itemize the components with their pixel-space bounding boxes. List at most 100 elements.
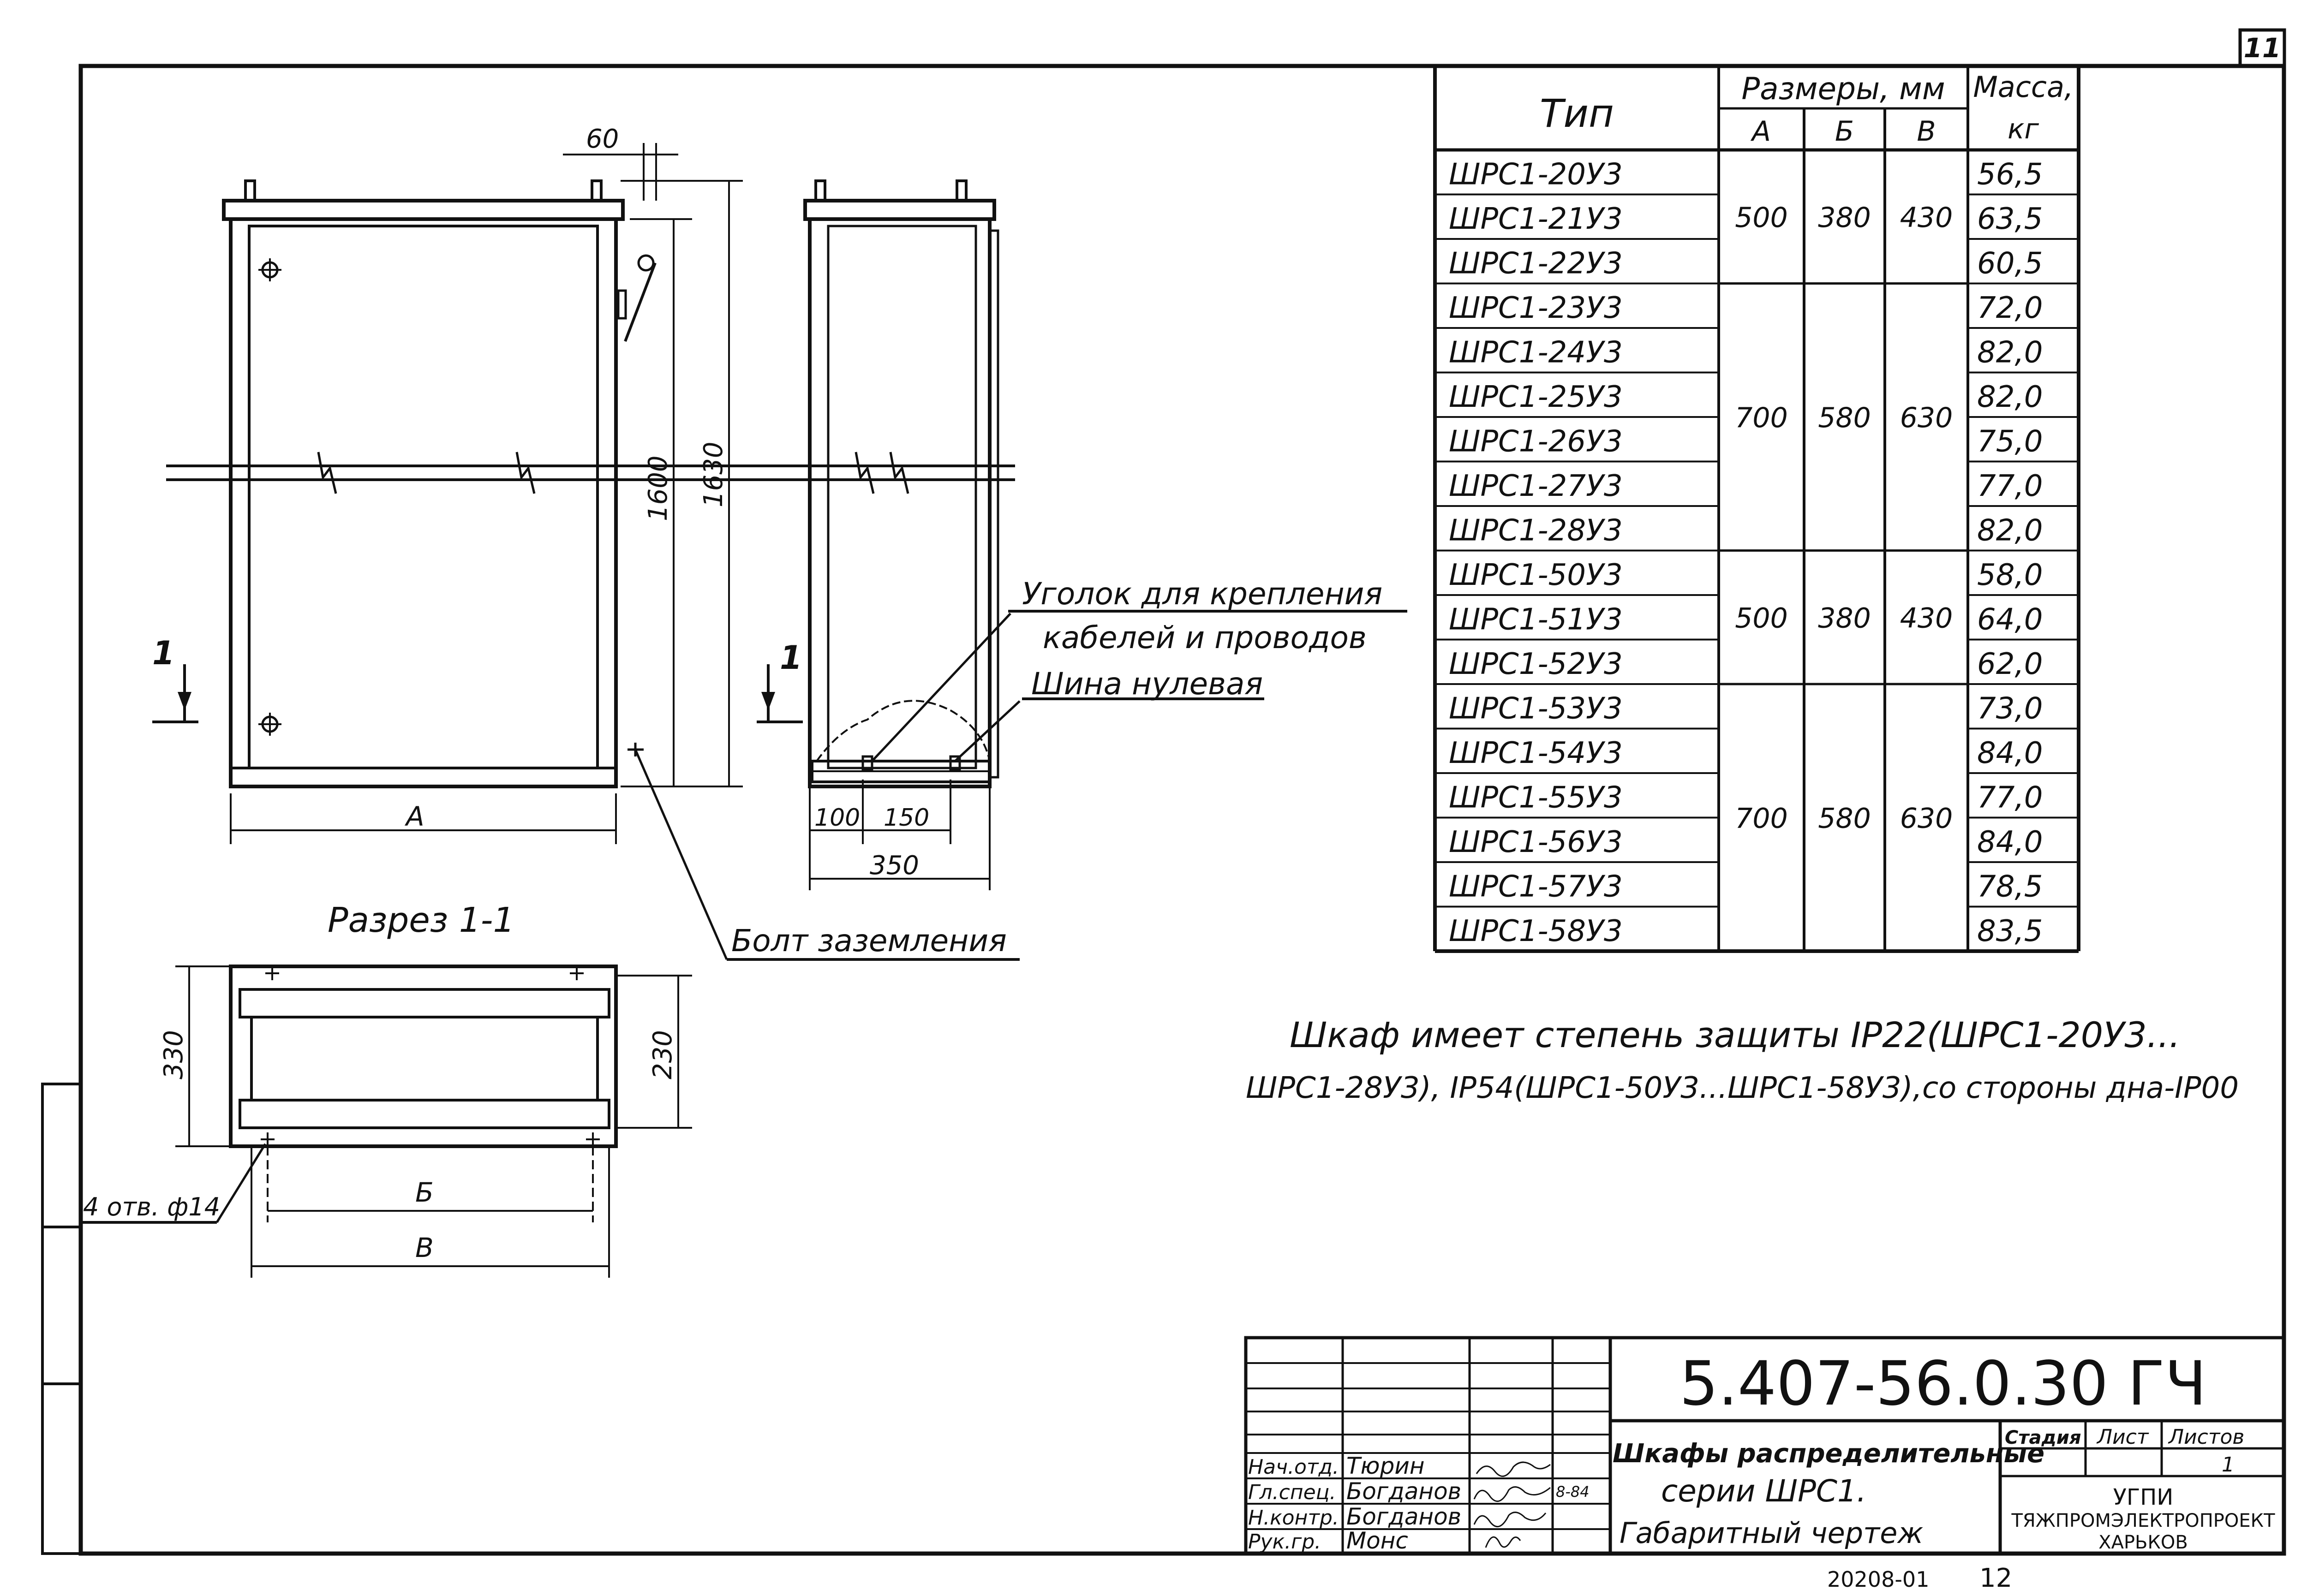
row-type: ШРС1-26У3 xyxy=(1449,425,1623,459)
header-col-b: Б xyxy=(1835,115,1854,148)
row-mass: 73,0 xyxy=(1977,692,2043,726)
role-name: Тюрин xyxy=(1346,1453,1425,1479)
group-dim-a: 700 xyxy=(1735,803,1788,835)
stage-label: Стадия xyxy=(2005,1427,2081,1448)
section-mark-right: 1 xyxy=(780,639,802,677)
role-title: Рук.гр. xyxy=(1248,1530,1321,1554)
page-number: 11 xyxy=(2244,32,2281,64)
dim-1630: 1630 xyxy=(699,441,729,507)
title-line-1: Шкафы распределительные xyxy=(1613,1439,2044,1469)
signatures xyxy=(1473,1461,1551,1548)
signature-date: 8-84 xyxy=(1556,1483,1590,1501)
row-mass: 60,5 xyxy=(1977,247,2043,281)
header-mass-unit: кг xyxy=(2008,113,2039,145)
sheets-value: 1 xyxy=(2222,1453,2235,1477)
note-line-1: Шкаф имеет степень защиты IP22(ШРС1-20У3… xyxy=(1290,1014,2180,1055)
org-line-1: УГПИ xyxy=(2113,1484,2174,1510)
header-col-a: А xyxy=(1750,115,1771,148)
binding-strip xyxy=(41,1083,82,1555)
group-dim-v: 430 xyxy=(1900,202,1953,234)
row-mass: 56,5 xyxy=(1977,158,2043,192)
dim-1600: 1600 xyxy=(643,455,673,521)
row-mass: 77,0 xyxy=(1977,781,2043,815)
section-arrow-right xyxy=(761,692,775,710)
group-dim-v: 430 xyxy=(1900,602,1953,634)
row-type: ШРС1-53У3 xyxy=(1449,692,1623,726)
dim-350: 350 xyxy=(870,851,919,881)
row-mass: 62,0 xyxy=(1977,647,2043,681)
title-line-2: серии ШРС1. xyxy=(1661,1473,1866,1509)
title-block xyxy=(1244,1336,2286,1555)
group-dim-v: 630 xyxy=(1900,803,1953,835)
dim-V: В xyxy=(415,1232,434,1263)
sheet-frame xyxy=(78,64,2286,1556)
section-mark-left: 1 xyxy=(152,634,175,672)
row-type: ШРС1-51У3 xyxy=(1449,603,1623,637)
org-line-2: ТЯЖПРОМЭЛЕКТРОПРОЕКТ xyxy=(2011,1510,2275,1531)
row-type: ШРС1-27У3 xyxy=(1449,469,1623,503)
row-mass: 82,0 xyxy=(1977,336,2043,370)
front-view xyxy=(166,179,1015,788)
role-title: Н.контр. xyxy=(1248,1506,1339,1530)
bolt-label: Болт заземления xyxy=(731,923,1007,959)
row-type: ШРС1-23У3 xyxy=(1449,291,1623,325)
row-type: ШРС1-56У3 xyxy=(1449,825,1623,859)
row-type: ШРС1-54У3 xyxy=(1449,736,1623,770)
row-type: ШРС1-52У3 xyxy=(1449,647,1623,681)
doc-code: 5.407-56.0.30 ГЧ xyxy=(1679,1348,2206,1419)
bottom-code: 20208-01 xyxy=(1827,1567,1929,1592)
section-arrow-left xyxy=(178,692,191,710)
row-type: ШРС1-28У3 xyxy=(1449,514,1623,548)
group-dim-a: 700 xyxy=(1735,402,1788,434)
row-mass: 77,0 xyxy=(1977,469,2043,503)
group-dim-b: 580 xyxy=(1818,803,1871,835)
row-type: ШРС1-55У3 xyxy=(1449,781,1623,815)
row-mass: 84,0 xyxy=(1977,736,2043,770)
row-mass: 72,0 xyxy=(1977,291,2043,325)
sheet-label: Лист xyxy=(2096,1425,2149,1449)
role-name: Богданов xyxy=(1346,1478,1461,1505)
side-dimensions xyxy=(809,610,1407,890)
side-view xyxy=(803,179,999,788)
row-mass: 82,0 xyxy=(1977,380,2043,414)
title-line-3: Габаритный чертеж xyxy=(1620,1516,1923,1550)
header-type: Тип xyxy=(1540,91,1614,136)
role-title: Нач.отд. xyxy=(1248,1455,1339,1479)
header-dims: Размеры, мм xyxy=(1741,71,1945,107)
group-dim-b: 380 xyxy=(1818,602,1871,634)
holes-label: 4 отв. ф14 xyxy=(83,1192,220,1221)
row-type: ШРС1-57У3 xyxy=(1449,870,1623,904)
dim-100: 100 xyxy=(814,804,860,832)
front-dimensions xyxy=(152,143,1020,961)
group-dim-b: 380 xyxy=(1818,202,1871,234)
section-dimensions xyxy=(81,965,692,1278)
dim-150: 150 xyxy=(884,804,929,832)
bottom-number: 12 xyxy=(1979,1563,2012,1593)
zero-bus-label: Шина нулевая xyxy=(1031,666,1263,702)
row-type: ШРС1-50У3 xyxy=(1449,558,1623,592)
row-mass: 82,0 xyxy=(1977,514,2043,548)
row-type: ШРС1-58У3 xyxy=(1449,914,1623,948)
page-number-box xyxy=(2238,28,2286,68)
header-col-v: В xyxy=(1917,115,1936,148)
group-dim-b: 580 xyxy=(1818,402,1871,434)
role-title: Гл.спец. xyxy=(1248,1481,1336,1504)
dim-330: 330 xyxy=(159,1030,189,1079)
section-view xyxy=(229,965,618,1148)
sheets-label: Листов xyxy=(2168,1425,2244,1449)
corner-label-1: Уголок для крепления xyxy=(1022,576,1382,612)
row-type: ШРС1-21У3 xyxy=(1449,202,1623,236)
row-type: ШРС1-24У3 xyxy=(1449,336,1623,370)
dim-60: 60 xyxy=(586,124,619,154)
group-dim-v: 630 xyxy=(1900,402,1953,434)
group-dim-a: 500 xyxy=(1735,602,1788,634)
row-mass: 64,0 xyxy=(1977,603,2043,637)
dimensions-table xyxy=(1433,66,2080,953)
role-name: Богданов xyxy=(1346,1503,1461,1530)
section-title: Разрез 1-1 xyxy=(328,900,515,940)
row-mass: 58,0 xyxy=(1977,558,2043,592)
role-name: Монс xyxy=(1346,1527,1408,1554)
note-line-2: ШРС1-28У3), IP54(ШРС1-50У3...ШРС1-58У3),… xyxy=(1246,1071,2239,1105)
